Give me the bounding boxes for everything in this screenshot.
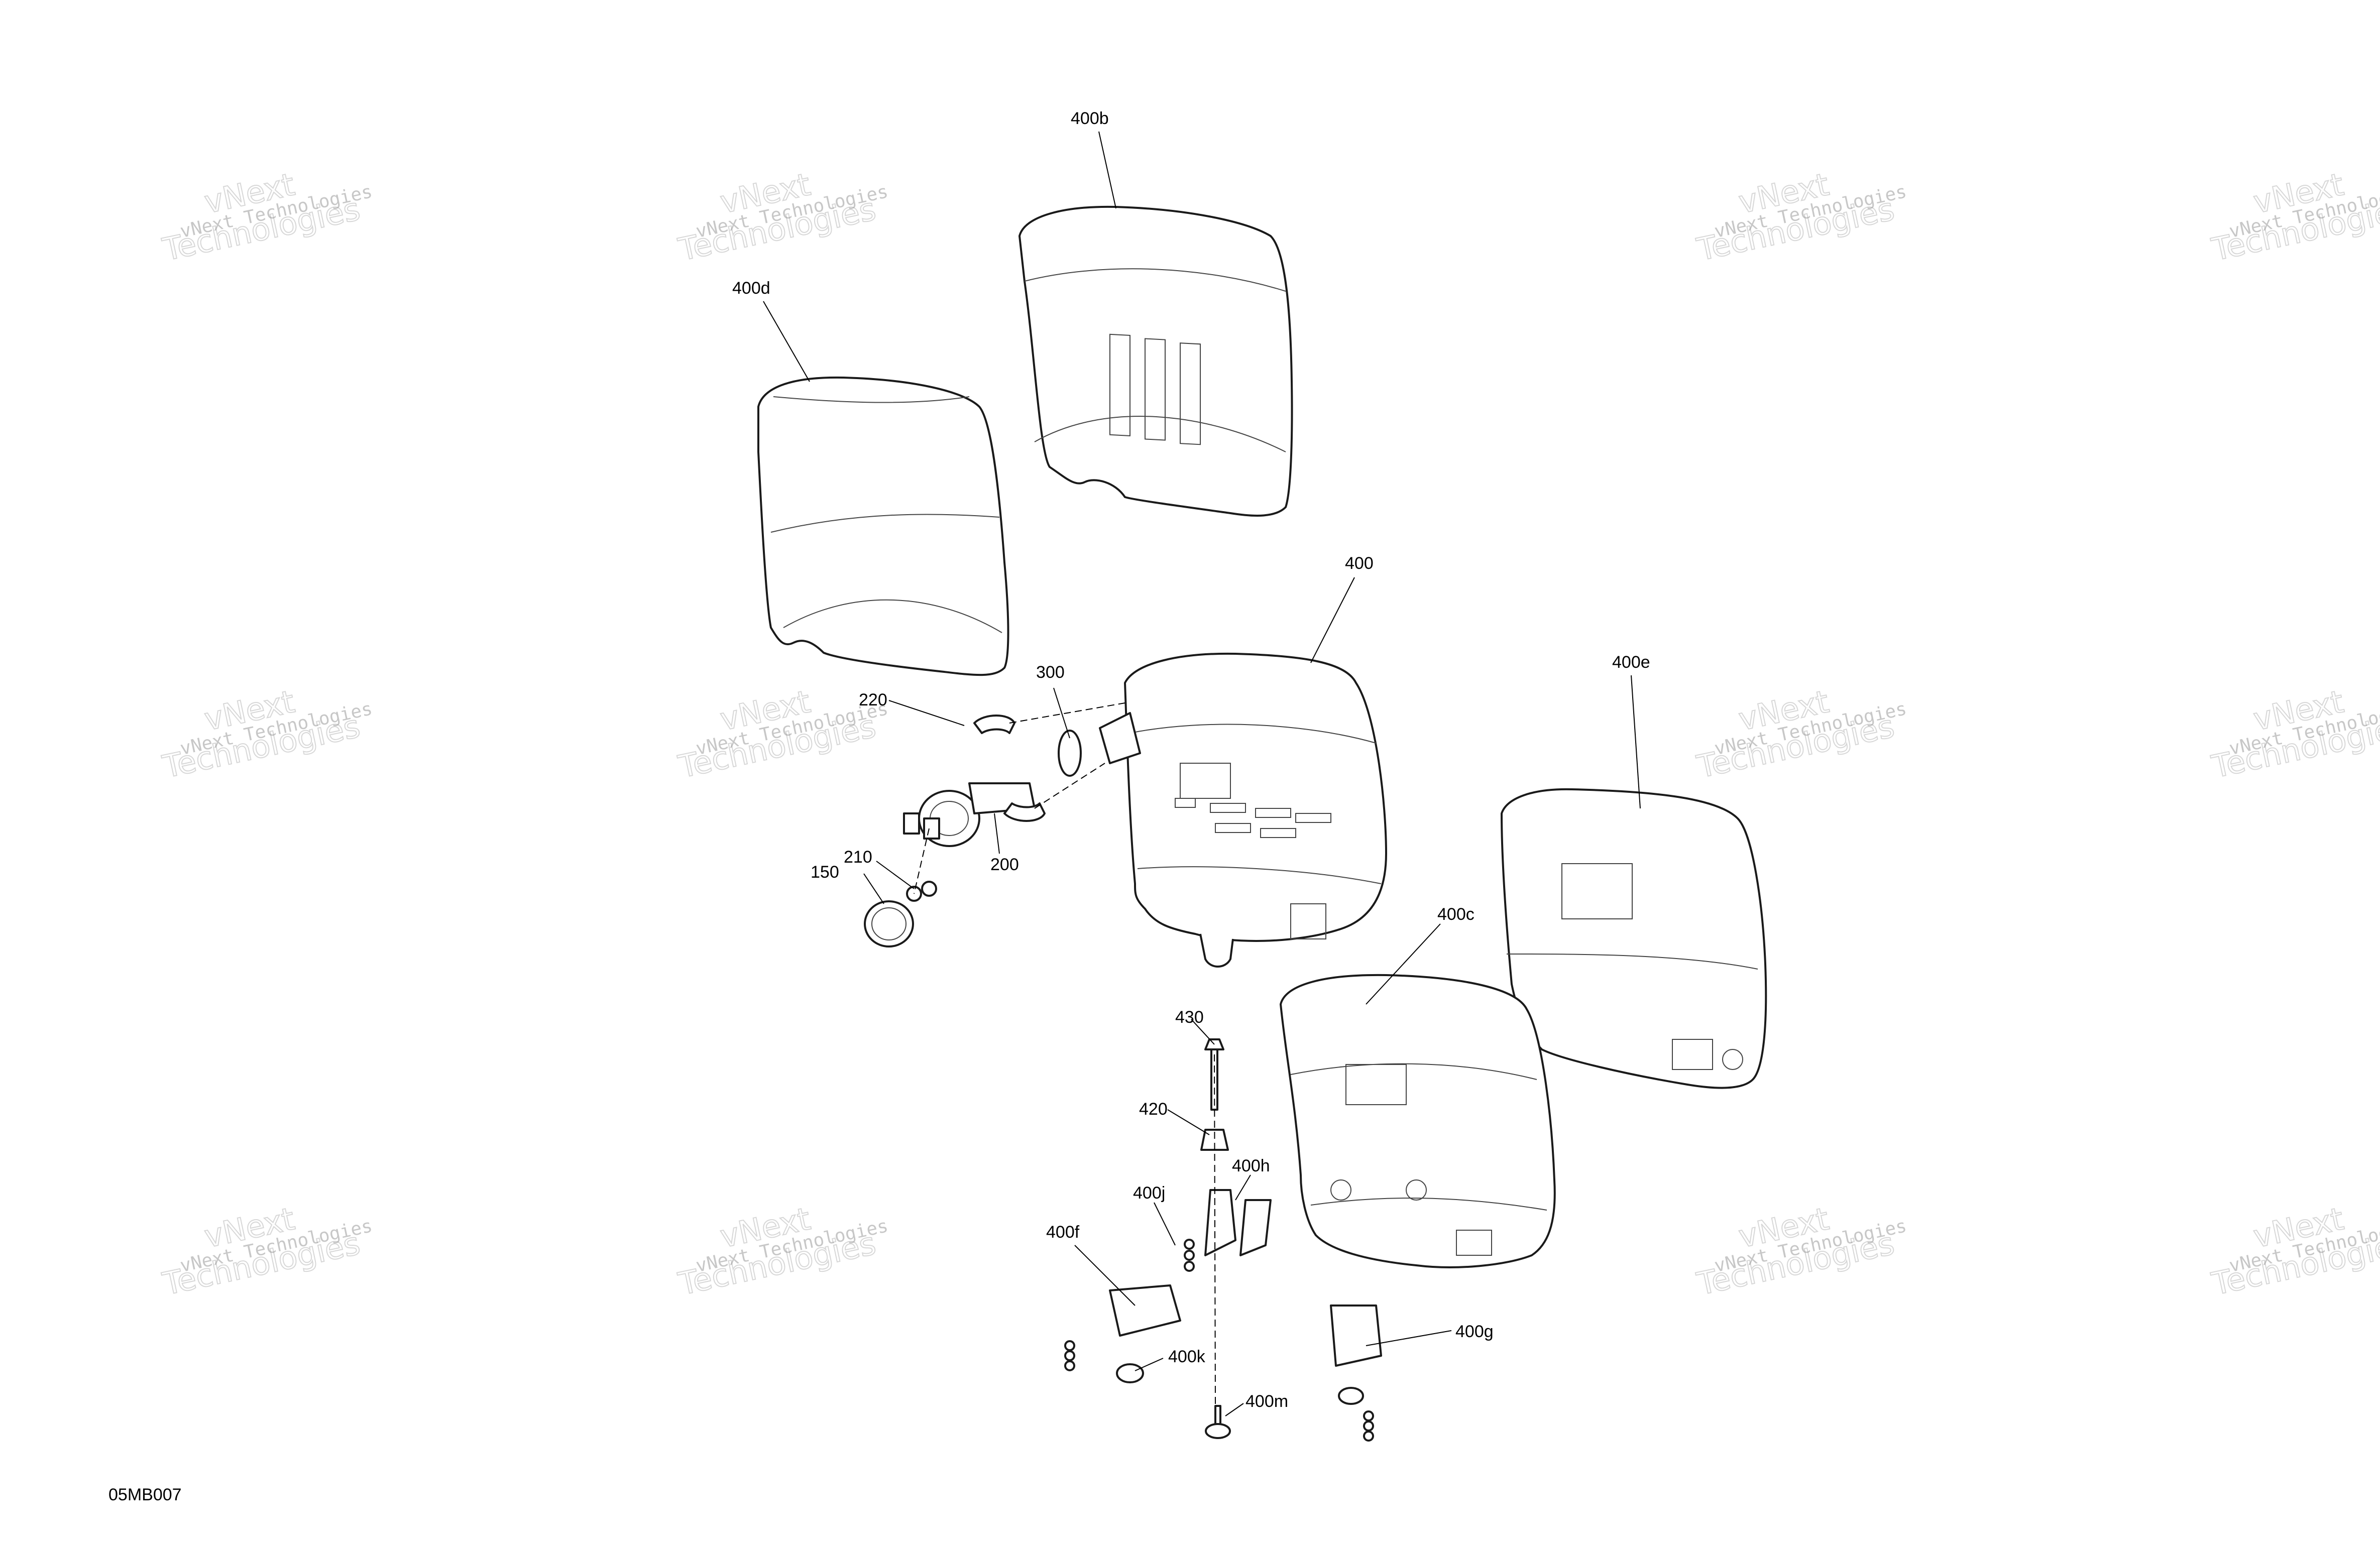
callout-400: 400 <box>1345 554 1374 573</box>
callout-400c: 400c <box>1437 905 1475 924</box>
drawing-code: 05MB007 <box>108 1485 182 1504</box>
callout-400f: 400f <box>1046 1223 1080 1242</box>
callout-400j: 400j <box>1133 1183 1165 1203</box>
assembly-dashed-lines <box>914 702 1216 1406</box>
callout-200: 200 <box>990 855 1019 874</box>
callout-220: 220 <box>859 690 887 709</box>
callout-300: 300 <box>1036 663 1065 682</box>
part-400d-heat-shield <box>757 376 1009 676</box>
callout-400e: 400e <box>1612 653 1650 672</box>
part-220-clamp <box>973 715 1046 822</box>
callout-400g: 400g <box>1455 1322 1494 1341</box>
callout-430: 430 <box>1175 1008 1204 1027</box>
callout-400m: 400m <box>1245 1392 1288 1411</box>
part-420-grommet <box>1200 1129 1229 1151</box>
part-400b-heat-shield <box>1018 205 1293 517</box>
part-150-seal-ring <box>864 900 914 947</box>
part-400c-muffler-cover <box>1280 974 1556 1268</box>
part-210-fasteners <box>906 881 937 902</box>
callout-400b: 400b <box>1071 109 1109 128</box>
callout-420: 420 <box>1139 1100 1168 1119</box>
part-400k-isolator <box>1116 1363 1144 1383</box>
part-300-gasket <box>1058 712 1141 777</box>
part-400-muffler <box>1124 652 1387 968</box>
part-400m-stud <box>1205 1405 1231 1439</box>
part-400e-heat-shield <box>1501 788 1767 1089</box>
callout-400k: 400k <box>1168 1347 1206 1366</box>
callout-400h: 400h <box>1232 1156 1270 1175</box>
part-400f-bracket <box>1064 1284 1181 1371</box>
callout-labels: 400b 400d 400 400e 300 220 200 210 150 4… <box>732 109 1650 1411</box>
leader-lines <box>763 131 1641 1416</box>
part-400h-bracket <box>1204 1189 1272 1256</box>
part-400g-bracket <box>1330 1304 1382 1442</box>
part-400j-nuts <box>1184 1239 1195 1272</box>
callout-400d: 400d <box>732 279 770 298</box>
callout-150: 150 <box>811 863 839 882</box>
callout-210: 210 <box>844 848 872 867</box>
